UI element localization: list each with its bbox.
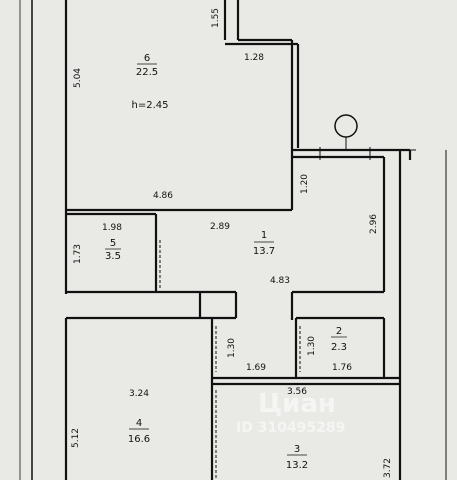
outer-border-lines bbox=[19, 0, 447, 480]
dim-label: 1.20 bbox=[300, 174, 310, 194]
dim-label: 5.04 bbox=[73, 68, 83, 88]
room-5-area: 3.5 bbox=[105, 251, 121, 262]
window-marks bbox=[319, 147, 416, 160]
dim-label: 1.76 bbox=[332, 363, 352, 373]
room-labels: 6 22.5 h=2.45 1 13.7 5 3.5 2 2.3 4 16.6 … bbox=[105, 53, 347, 471]
room-6-number: 6 bbox=[144, 53, 150, 64]
dimension-labels: 1.55 1.28 5.04 4.86 1.20 2.96 1.98 2.89 … bbox=[71, 8, 393, 478]
dim-label: 1.69 bbox=[246, 363, 266, 373]
dim-label: 4.86 bbox=[153, 191, 173, 201]
dim-label: 1.30 bbox=[307, 336, 317, 356]
walls bbox=[64, 0, 412, 480]
riser-circle bbox=[334, 114, 358, 138]
room-1-number: 1 bbox=[261, 230, 267, 241]
watermark: Циан ID 310495289 bbox=[236, 389, 345, 436]
dim-label: 1.55 bbox=[211, 8, 221, 28]
dim-label: 1.98 bbox=[102, 223, 122, 233]
room-6-area: 22.5 bbox=[136, 67, 158, 78]
dim-label: 1.30 bbox=[227, 338, 237, 358]
room-6-height: h=2.45 bbox=[132, 100, 169, 111]
dim-label: 1.73 bbox=[73, 244, 83, 264]
room-2-area: 2.3 bbox=[331, 342, 347, 353]
room-2-number: 2 bbox=[336, 326, 342, 337]
room-4-number: 4 bbox=[136, 418, 142, 429]
dim-label: 1.28 bbox=[244, 53, 264, 63]
room-1-area: 13.7 bbox=[253, 246, 275, 257]
room-5-number: 5 bbox=[110, 238, 116, 249]
room-3-number: 3 bbox=[294, 444, 300, 455]
dim-label: 2.96 bbox=[369, 214, 379, 234]
watermark-brand: Циан bbox=[258, 389, 336, 419]
room-4-area: 16.6 bbox=[128, 434, 150, 445]
dim-label: 5.12 bbox=[71, 428, 81, 448]
dim-label: 3.72 bbox=[383, 458, 393, 478]
door-openings bbox=[159, 240, 301, 478]
dim-label: 3.56 bbox=[287, 387, 307, 397]
dim-label: 4.83 bbox=[270, 276, 290, 286]
dim-label: 3.24 bbox=[129, 389, 149, 399]
room-3-area: 13.2 bbox=[286, 460, 308, 471]
dim-label: 2.89 bbox=[210, 222, 230, 232]
watermark-id: ID 310495289 bbox=[236, 420, 345, 436]
